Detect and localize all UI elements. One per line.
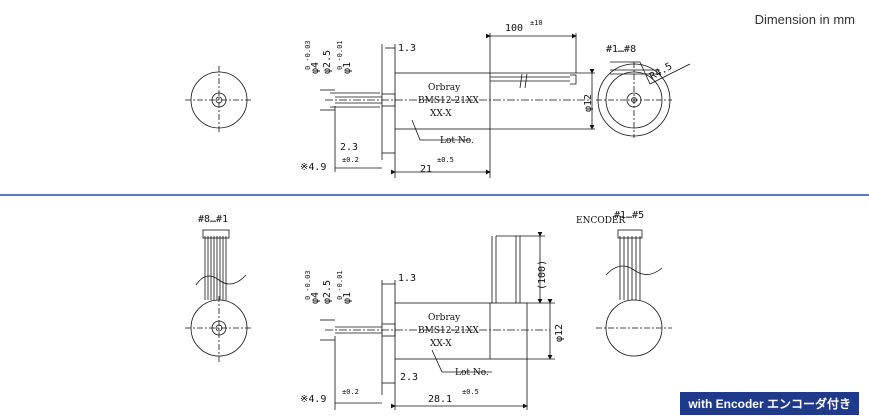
top-dim-100-tol: ±10: [530, 19, 543, 27]
top-dia-1-tol: 0 -0.01: [336, 40, 344, 70]
encoder-pins: #1…#5: [614, 210, 644, 221]
unit-note: Dimension in mm: [754, 12, 855, 27]
bottom-brand: Orbray: [428, 313, 461, 323]
bottom-dim-2-3: 2.3: [400, 372, 418, 383]
bottom-model: BMS12-21XX: [418, 326, 479, 336]
bottom-dia-12: φ12: [554, 324, 565, 342]
bottom-dim-4-9-tol: ±0.2: [342, 388, 359, 396]
top-dim-21: 21: [420, 164, 432, 175]
bottom-dim-1-3: 1.3: [398, 273, 416, 284]
bottom-dia-1-tol: 0 -0.01: [336, 270, 344, 300]
encoder-label: ENCODER: [576, 216, 625, 226]
top-dia-2-5: φ2.5: [322, 50, 333, 74]
bottom-dia-4-tol: 0 -0.03: [304, 270, 312, 300]
bottom-variant: XX-X: [430, 339, 452, 349]
top-brand: Orbray: [428, 83, 461, 93]
top-front-end-view: [185, 66, 253, 134]
bottom-lot: Lot No.: [455, 368, 489, 378]
top-dim-2-3: 2.3: [340, 142, 358, 153]
top-dim-1-3: 1.3: [398, 43, 416, 54]
bottom-pin-range: #8…#1: [198, 214, 228, 225]
bottom-dim-28-1: 28.1: [428, 394, 452, 405]
top-radius: R4.5: [648, 61, 674, 83]
top-labels: 100 ±10 #1…#8 R4.5 φ12 1.3 φ4 0 -0.03 φ2…: [300, 19, 674, 175]
top-dia-12: φ12: [583, 94, 594, 112]
bottom-encoder-rear-view: [596, 229, 672, 357]
bottom-dia-1: φ1: [342, 292, 353, 304]
bottom-front-end-view: [185, 229, 253, 362]
top-dia-4: φ4: [310, 62, 321, 74]
top-dia-1: φ1: [342, 62, 353, 74]
bottom-dia-4: φ4: [310, 292, 321, 304]
top-dim-100: 100: [505, 23, 523, 34]
top-variant: XX-X: [430, 109, 452, 119]
bottom-dia-2-5: φ2.5: [322, 280, 333, 304]
top-dia-4-tol: 0 -0.03: [304, 40, 312, 70]
top-dim-4-9-tol: ±0.2: [342, 156, 359, 164]
bottom-dim-28-1-tol: ±0.5: [462, 388, 479, 396]
top-pin-range: #1…#8: [606, 44, 636, 55]
top-dim-4-9: ※4.9: [300, 162, 326, 173]
bottom-side-view: [320, 232, 555, 410]
encoder-badge: with Encoder エンコーダ付き: [680, 392, 859, 415]
bottom-dim-100: (100): [537, 260, 548, 290]
top-dim-21-tol: ±0.5: [437, 156, 454, 164]
bottom-dim-4-9: ※4.9: [300, 394, 326, 405]
top-lot: Lot No.: [440, 136, 474, 146]
top-rear-view: [596, 61, 691, 138]
bottom-labels: #8…#1 ENCODER #1…#5 (100) φ12 1.3 φ4 0 -…: [198, 210, 644, 405]
top-side-view: [320, 33, 595, 178]
top-model: BMS12-21XX: [418, 96, 479, 106]
